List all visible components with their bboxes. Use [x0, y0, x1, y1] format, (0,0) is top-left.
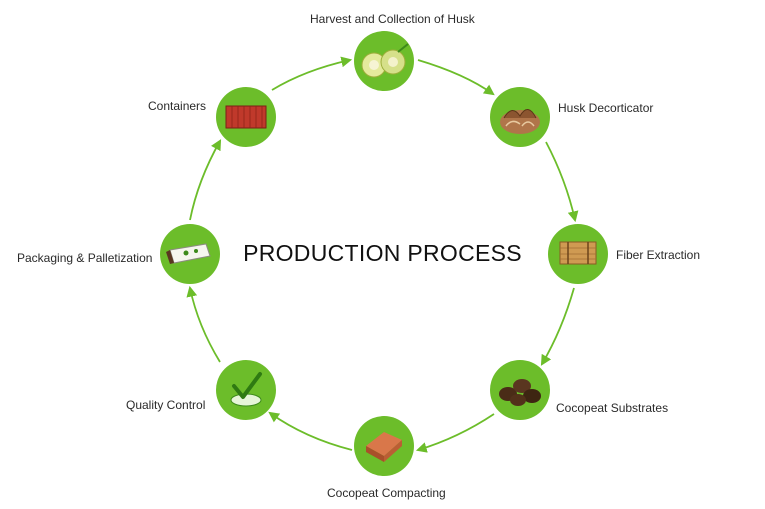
arrow-quality-to-packaging — [186, 285, 221, 363]
step-label-cocopeat-substrates: Cocopeat Substrates — [556, 401, 669, 415]
arrow-decorticator-to-fiber — [545, 141, 579, 223]
cocopeat-block-icon — [366, 432, 402, 462]
shipping-container-icon — [225, 105, 267, 129]
arrow-fiber-to-substrates — [540, 287, 575, 366]
arrow-substrates-to-compacting — [415, 413, 495, 453]
checkmark-badge-icon — [230, 372, 262, 407]
arrows — [186, 56, 579, 453]
step-fiber-extraction — [548, 224, 608, 284]
step-label-husk-decorticator: Husk Decorticator — [558, 101, 654, 115]
step-label-cocopeat-compacting: Cocopeat Compacting — [327, 486, 446, 500]
step-cocopeat-substrates — [490, 360, 550, 420]
grow-bag-icon — [166, 243, 211, 264]
arrow-harvest-to-decorticator — [417, 59, 495, 96]
step-label-fiber-extraction: Fiber Extraction — [616, 248, 701, 262]
step-containers — [216, 87, 276, 147]
diagram-title: PRODUCTION PROCESS — [243, 240, 522, 266]
coconut-icon — [361, 43, 409, 78]
step-husk-decorticator — [490, 87, 550, 147]
step-packaging — [160, 224, 220, 284]
step-label-packaging: Packaging & Palletization — [17, 251, 153, 265]
step-harvest — [354, 31, 414, 91]
fiber-bale-icon — [559, 241, 597, 265]
arrow-compacting-to-quality — [268, 411, 353, 451]
arrow-packaging-to-containers — [189, 139, 222, 221]
step-label-harvest: Harvest and Collection of Husk — [310, 12, 475, 26]
step-cocopeat-compacting — [354, 416, 414, 476]
step-quality-control — [216, 360, 276, 420]
step-label-containers: Containers — [148, 99, 207, 113]
cocopeat-substrate-icon — [499, 379, 541, 406]
husk-pile-icon — [500, 109, 540, 134]
step-label-quality-control: Quality Control — [126, 398, 206, 412]
arrow-containers-to-harvest — [271, 56, 353, 91]
